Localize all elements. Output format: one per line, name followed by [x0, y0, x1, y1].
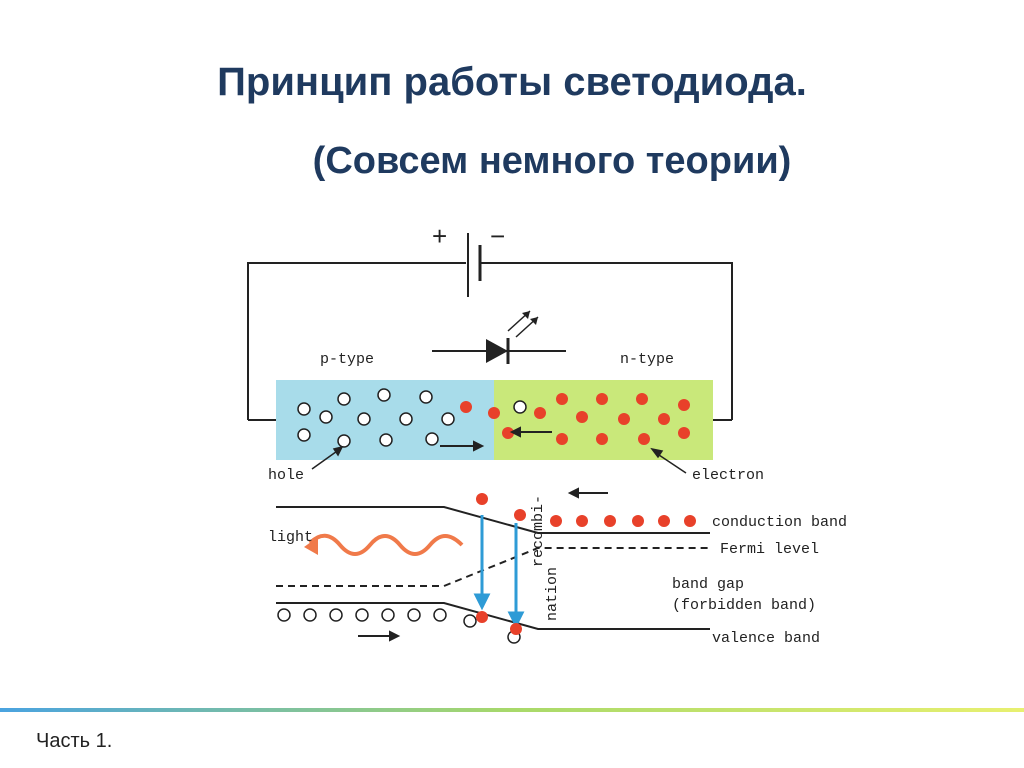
page-subtitle: (Совсем немного теории): [312, 140, 792, 182]
n-type-label: n-type: [620, 351, 674, 368]
fermi-lines: [276, 547, 710, 587]
recombination-label-2: nation: [544, 567, 561, 621]
electron-label: electron: [692, 467, 764, 484]
recombination-arrows: [473, 515, 525, 629]
light-wave: [308, 533, 464, 556]
conduction-electrons: [476, 493, 696, 527]
conduction-band-label: conduction band: [712, 514, 847, 531]
diode-icon: [432, 310, 566, 364]
band-gap-label: band gap: [672, 576, 744, 593]
battery-minus-label: −: [490, 221, 505, 251]
light-label: light: [268, 529, 313, 546]
hole-label: hole: [268, 467, 304, 484]
footer-divider: [0, 708, 1024, 712]
led-diagram: + − p-type n-type: [247, 221, 847, 647]
band-lines: [276, 506, 710, 630]
recombination-label-1: recombi-: [530, 495, 547, 567]
holes: [297, 388, 527, 448]
electrons: [460, 393, 690, 445]
footer-text: Часть 1.: [36, 730, 113, 752]
battery-icon: [467, 233, 482, 297]
n-region: [494, 380, 713, 460]
battery-plus-label: +: [432, 221, 447, 251]
valence-band-label: valence band: [712, 630, 820, 647]
region-arrows: [440, 426, 552, 452]
forbidden-band-label: (forbidden band): [672, 597, 816, 614]
p-type-label: p-type: [320, 351, 374, 368]
page-title: Принцип работы светодиода.: [217, 60, 807, 104]
fermi-level-label: Fermi level: [720, 541, 819, 558]
circuit: [247, 262, 733, 421]
